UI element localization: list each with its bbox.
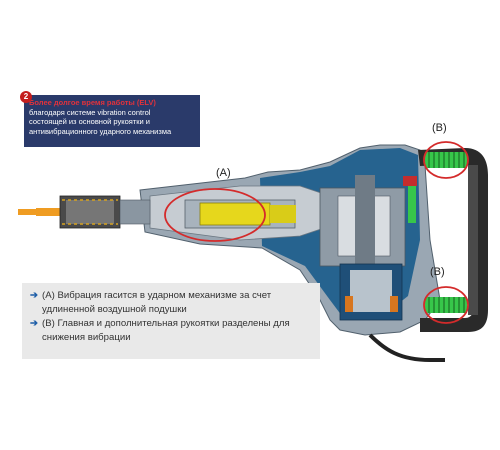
caption-b-line2: снижения вибрации <box>42 332 131 343</box>
callout-ring-a <box>164 188 266 242</box>
arrow-icon: ➔ <box>30 290 39 301</box>
caption-item-a: ➔(A) Вибрация гасится в ударном механизм… <box>30 289 314 303</box>
caption-box: ➔(A) Вибрация гасится в ударном механизм… <box>22 283 320 359</box>
chuck-assembly <box>18 195 151 229</box>
info-badge: 2 <box>20 91 32 103</box>
caption-b-line1: (B) Главная и дополнительная рукоятки ра… <box>42 318 290 329</box>
info-box: 2 Более долгое время работы (ELV) благод… <box>20 91 200 147</box>
spring-top <box>425 152 467 168</box>
info-title: Более долгое время работы (ELV) <box>29 98 156 107</box>
label-a: (A) <box>216 167 231 179</box>
caption-a-line1: (A) Вибрация гасится в ударном механизме… <box>42 290 272 301</box>
power-cable <box>368 333 445 362</box>
main-handle <box>418 148 488 332</box>
label-b-top: (B) <box>432 122 447 134</box>
caption-a-line2: удлиненной воздушной подушки <box>42 304 187 315</box>
tool-housing <box>139 144 441 336</box>
info-line: антивибрационного ударного механизма <box>29 126 172 136</box>
spring-bottom <box>425 297 467 313</box>
callout-ring-b-top <box>423 141 469 179</box>
arrow-icon: ➔ <box>30 318 39 329</box>
info-line: благодаря системе vibration control <box>29 107 151 117</box>
callout-ring-b-bottom <box>423 286 469 324</box>
label-b-bottom: (B) <box>430 266 445 278</box>
caption-item-b: ➔(B) Главная и дополнительная рукоятки р… <box>30 317 314 331</box>
info-line: состоящей из основной рукоятки и <box>29 117 150 127</box>
